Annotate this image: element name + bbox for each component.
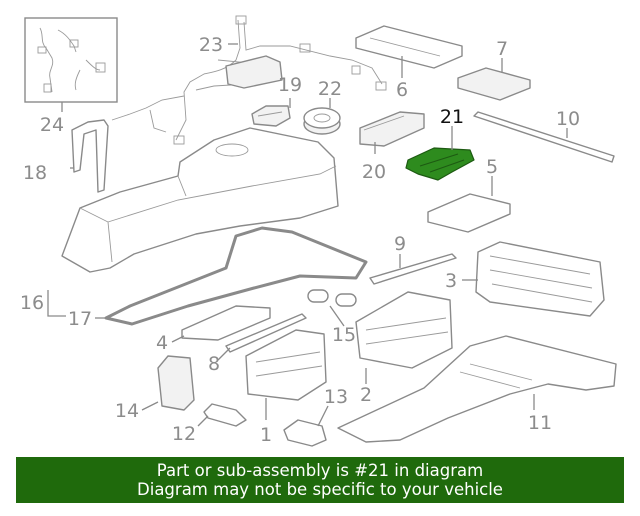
- part-20-module[interactable]: [359, 111, 425, 147]
- banner-line-2: Diagram may not be specific to your vehi…: [137, 480, 503, 499]
- part-17-gasket[interactable]: [104, 226, 368, 326]
- part-12-bracket[interactable]: [203, 403, 247, 427]
- callout-13: 13: [324, 386, 348, 408]
- callout-4: 4: [156, 332, 168, 354]
- part-5-plate[interactable]: [427, 193, 511, 233]
- callout-24: 24: [40, 114, 64, 136]
- callout-18: 18: [23, 162, 47, 184]
- callout-6: 6: [396, 79, 408, 101]
- part-4-plate[interactable]: [181, 305, 271, 341]
- callout-labels: 1 2 3 4 5 6 7 8 9 10 11 12 13 14 15 16 1…: [20, 34, 580, 446]
- part-18-strap[interactable]: [71, 119, 109, 193]
- part-15-cylinders[interactable]: [307, 289, 357, 307]
- banner-line-1: Part or sub-assembly is #21 in diagram: [156, 461, 484, 480]
- callout-5: 5: [486, 156, 498, 178]
- callout-7: 7: [496, 38, 508, 60]
- callout-12: 12: [172, 423, 196, 445]
- leader-lines: [47, 43, 568, 427]
- callout-17: 17: [68, 308, 92, 330]
- part-3-battery-module[interactable]: [475, 241, 605, 317]
- part-13-bracket[interactable]: [283, 419, 327, 447]
- callout-11: 11: [528, 412, 552, 434]
- callout-23: 23: [199, 34, 223, 56]
- callout-1: 1: [260, 424, 272, 446]
- callout-14: 14: [115, 400, 139, 422]
- callout-21: 21: [440, 106, 464, 128]
- callout-22: 22: [318, 78, 342, 100]
- info-banner: Part or sub-assembly is #21 in diagram D…: [16, 457, 624, 503]
- part-23-wiring-harness[interactable]: [111, 15, 387, 145]
- callout-16: 16: [20, 292, 44, 314]
- part-22-fan[interactable]: [303, 107, 341, 135]
- callout-19: 19: [278, 74, 302, 96]
- callout-8: 8: [208, 353, 220, 375]
- part-19-bracket[interactable]: [251, 105, 291, 127]
- callout-2: 2: [360, 384, 372, 406]
- part-6-plate[interactable]: [355, 25, 463, 69]
- part-21-highlighted-bracket[interactable]: [405, 147, 475, 181]
- callout-10: 10: [556, 108, 580, 130]
- callout-3: 3: [445, 270, 457, 292]
- callout-20: 20: [362, 161, 386, 183]
- part-1-battery-module[interactable]: [245, 329, 327, 401]
- part-7-module[interactable]: [457, 67, 531, 101]
- callout-15: 15: [332, 324, 356, 346]
- part-16-enclosure-cover[interactable]: [61, 127, 339, 273]
- part-10-rail[interactable]: [473, 111, 615, 163]
- part-2-battery-module[interactable]: [355, 291, 453, 369]
- part-24-harness-inset[interactable]: [24, 17, 118, 103]
- part-11-tray[interactable]: [337, 335, 617, 443]
- callout-9: 9: [394, 233, 406, 255]
- part-9-rail[interactable]: [369, 253, 457, 285]
- part-14-junction-block[interactable]: [157, 355, 195, 411]
